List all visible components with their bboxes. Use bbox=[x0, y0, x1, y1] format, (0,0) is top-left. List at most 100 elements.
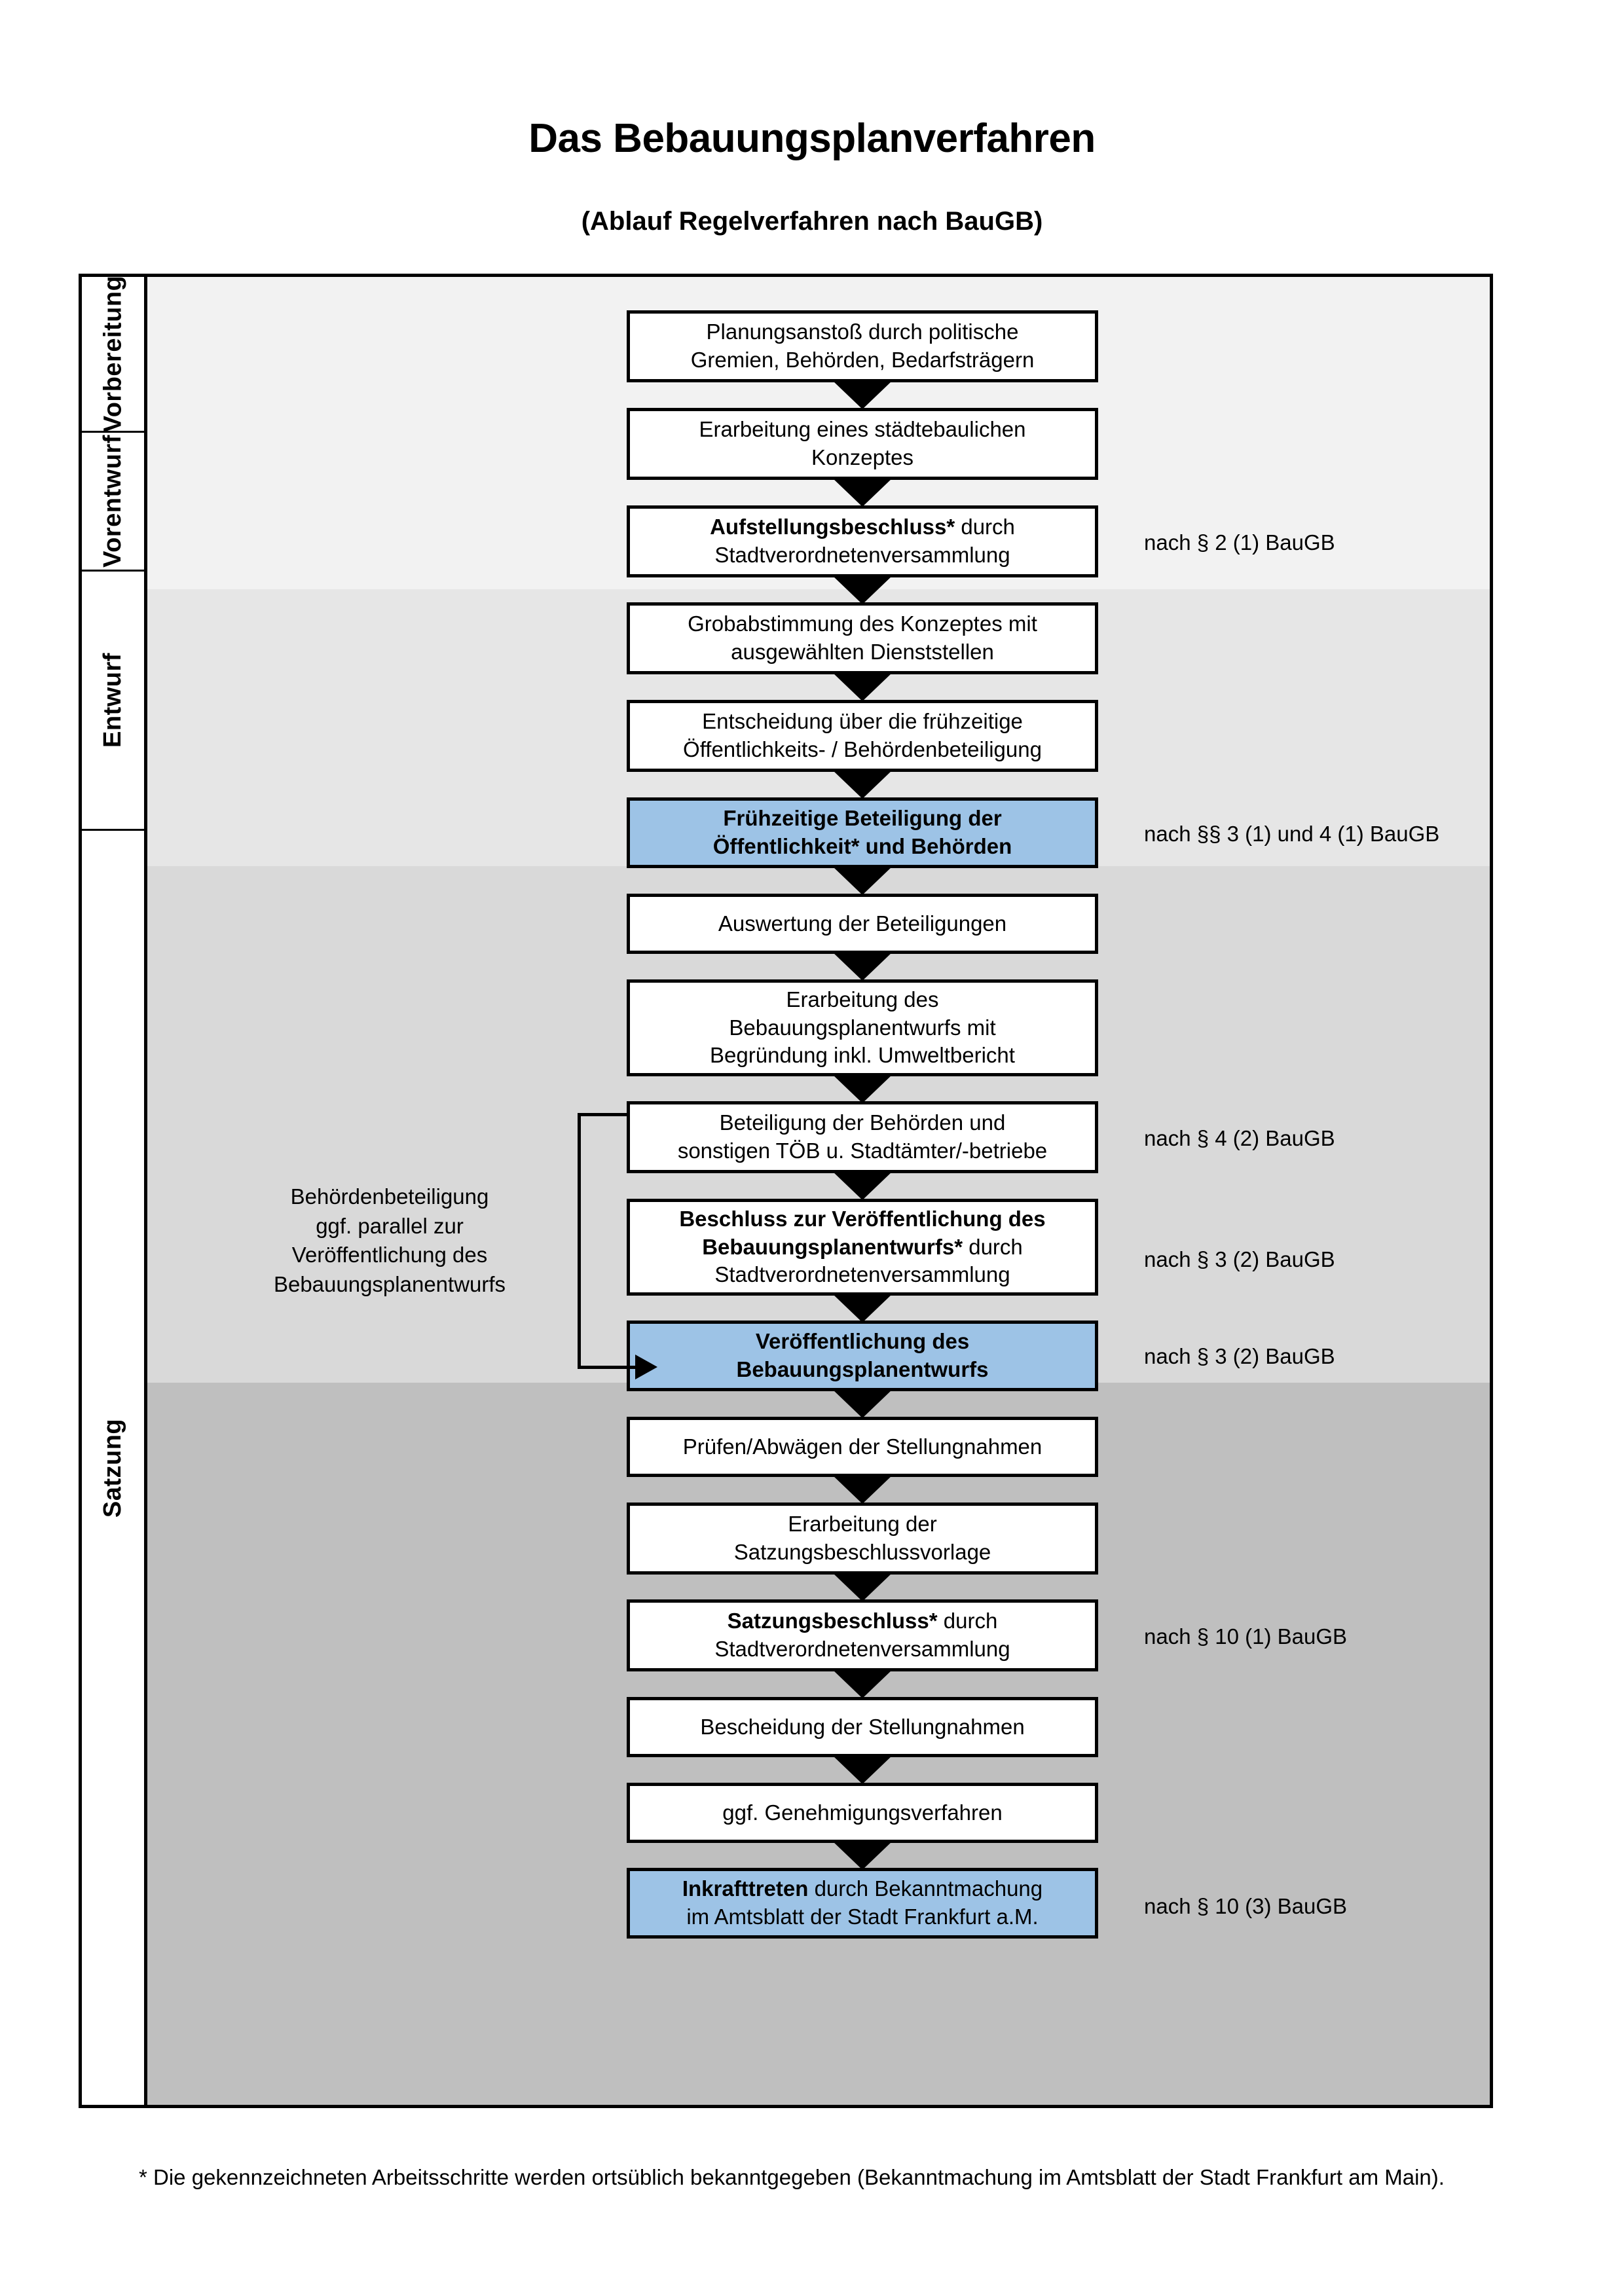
step-box-13[interactable]: Erarbeitung der Satzungsbeschlussvorlage bbox=[627, 1503, 1098, 1575]
step-box-5[interactable]: Entscheidung über die frühzeitige Öffent… bbox=[627, 700, 1098, 772]
step-box-7[interactable]: Auswertung der Beteiligungen bbox=[627, 894, 1098, 954]
step-line: Beschluss zur Veröffentlichung des bbox=[679, 1205, 1045, 1233]
step-line-rest: durch bbox=[963, 1234, 1023, 1259]
loop-connector-bottom bbox=[578, 1366, 638, 1369]
page-title: Das Bebauungsplanverfahren bbox=[528, 116, 1096, 161]
step-box-16[interactable]: ggf. Genehmigungsverfahren bbox=[627, 1783, 1098, 1843]
step-line-bold: Satzungsbeschluss* bbox=[727, 1609, 938, 1633]
step-line: Satzungsbeschluss* durch bbox=[714, 1607, 1010, 1635]
flow-arrow-1-2 bbox=[832, 380, 893, 409]
step-box-11[interactable]: Veröffentlichung des Bebauungsplanentwur… bbox=[627, 1321, 1098, 1391]
step-line: Erarbeitung eines städtebaulichen bbox=[699, 417, 1026, 442]
step-line-bold: Bebauungsplanentwurfs* bbox=[702, 1234, 963, 1259]
step-line: Gremien, Behörden, Bedarfsträgern bbox=[690, 348, 1035, 372]
flow-arrow-16-17 bbox=[832, 1841, 893, 1870]
flow-arrow-6-7 bbox=[832, 866, 893, 895]
step-line: Bescheidung der Stellungnahmen bbox=[700, 1714, 1025, 1739]
loop-connector-top bbox=[578, 1113, 630, 1116]
side-note-line: Veröffentlichung des bbox=[291, 1243, 488, 1267]
phase-label-vorbereitung: Vorbereitung bbox=[82, 275, 144, 433]
step-box-8[interactable]: Erarbeitung des Bebauungsplanentwurfs mi… bbox=[627, 979, 1098, 1076]
flow-arrow-3-4 bbox=[832, 575, 893, 604]
step-line: im Amtsblatt der Stadt Frankfurt a.M. bbox=[686, 1904, 1039, 1929]
step-box-4[interactable]: Grobabstimmung des Konzeptes mit ausgewä… bbox=[627, 602, 1098, 674]
legal-reference-2: nach §§ 3 (1) und 4 (1) BauGB bbox=[1144, 822, 1440, 846]
flow-arrow-15-16 bbox=[832, 1755, 893, 1784]
phase-label-text: Vorentwurf bbox=[99, 435, 126, 568]
flowchart-body: Planungsanstoß durch politische Gremien,… bbox=[147, 277, 1490, 2105]
step-line: ggf. Genehmigungsverfahren bbox=[722, 1800, 1003, 1825]
step-line: Konzeptes bbox=[811, 445, 913, 469]
step-line: Inkrafttreten durch Bekanntmachung bbox=[682, 1875, 1043, 1903]
step-line: Grobabstimmung des Konzeptes mit bbox=[688, 611, 1037, 636]
legal-reference-6: nach § 10 (1) BauGB bbox=[1144, 1624, 1348, 1649]
step-box-10[interactable]: Beschluss zur Veröffentlichung des Bebau… bbox=[627, 1199, 1098, 1296]
flowchart-frame: Vorbereitung Vorentwurf Entwurf Satzung … bbox=[79, 274, 1493, 2108]
legal-reference-5: nach § 3 (2) BauGB bbox=[1144, 1344, 1335, 1368]
legal-reference-4: nach § 3 (2) BauGB bbox=[1144, 1247, 1335, 1271]
step-line: Öffentlichkeit* und Behörden bbox=[712, 834, 1012, 858]
step-line-bold: Inkrafttreten bbox=[682, 1876, 809, 1901]
loop-connector-vertical bbox=[578, 1113, 581, 1369]
step-line-rest: durch bbox=[955, 515, 1015, 539]
flow-arrow-5-6 bbox=[832, 770, 893, 799]
legal-reference-7: nach § 10 (3) BauGB bbox=[1144, 1894, 1348, 1918]
step-line: Bebauungsplanentwurfs mit bbox=[729, 1015, 996, 1040]
flow-arrow-9-10 bbox=[832, 1171, 893, 1200]
phase-label-column: Vorbereitung Vorentwurf Entwurf Satzung bbox=[82, 275, 147, 2105]
side-note-line: Bebauungsplanentwurfs bbox=[273, 1271, 506, 1296]
step-line: sonstigen TÖB u. Stadtämter/-betriebe bbox=[677, 1139, 1048, 1163]
step-line: Prüfen/Abwägen der Stellungnahmen bbox=[682, 1434, 1043, 1459]
flow-arrow-7-8 bbox=[832, 952, 893, 981]
flow-arrow-11-12 bbox=[832, 1389, 893, 1418]
flow-arrow-8-9 bbox=[832, 1074, 893, 1103]
loop-connector-arrowhead bbox=[635, 1355, 657, 1379]
side-note-line: ggf. parallel zur bbox=[316, 1213, 464, 1238]
step-line: Bebauungsplanentwurfs bbox=[736, 1357, 989, 1381]
step-box-6[interactable]: Frühzeitige Beteiligung der Öffentlichke… bbox=[627, 797, 1098, 868]
legal-reference-3: nach § 4 (2) BauGB bbox=[1144, 1126, 1335, 1150]
flow-arrow-2-3 bbox=[832, 478, 893, 507]
legal-reference-1: nach § 2 (1) BauGB bbox=[1144, 530, 1335, 555]
step-box-2[interactable]: Erarbeitung eines städtebaulichen Konzep… bbox=[627, 408, 1098, 480]
step-box-1[interactable]: Planungsanstoß durch politische Gremien,… bbox=[627, 310, 1098, 382]
phase-label-text: Entwurf bbox=[99, 653, 126, 748]
step-line: Stadtverordnetenversammlung bbox=[714, 1637, 1010, 1661]
step-box-14[interactable]: Satzungsbeschluss* durch Stadtverordnete… bbox=[627, 1599, 1098, 1671]
step-line: Begründung inkl. Umweltbericht bbox=[710, 1043, 1015, 1068]
phase-label-entwurf: Entwurf bbox=[82, 572, 144, 831]
step-line: Erarbeitung der bbox=[788, 1512, 937, 1537]
side-note-behoerdenbeteiligung: Behördenbeteiligung ggf. parallel zur Ve… bbox=[229, 1182, 550, 1299]
flow-arrow-10-11 bbox=[832, 1294, 893, 1322]
step-box-15[interactable]: Bescheidung der Stellungnahmen bbox=[627, 1697, 1098, 1757]
side-note-line: Behördenbeteiligung bbox=[290, 1184, 489, 1209]
flow-arrow-12-13 bbox=[832, 1475, 893, 1504]
phase-label-vorentwurf: Vorentwurf bbox=[82, 433, 144, 572]
step-box-17[interactable]: Inkrafttreten durch Bekanntmachung im Am… bbox=[627, 1868, 1098, 1939]
phase-label-text: Satzung bbox=[99, 1418, 126, 1518]
step-line: Satzungsbeschlussvorlage bbox=[733, 1540, 991, 1564]
page-subtitle: (Ablauf Regelverfahren nach BauGB) bbox=[581, 207, 1043, 236]
flow-arrow-14-15 bbox=[832, 1669, 893, 1698]
step-line-rest: durch Bekanntmachung bbox=[808, 1876, 1043, 1901]
step-box-12[interactable]: Prüfen/Abwägen der Stellungnahmen bbox=[627, 1417, 1098, 1477]
step-box-9[interactable]: Beteiligung der Behörden und sonstigen T… bbox=[627, 1101, 1098, 1173]
step-line: Stadtverordnetenversammlung bbox=[714, 543, 1010, 567]
step-line-rest: durch bbox=[937, 1609, 998, 1633]
step-line: Auswertung der Beteiligungen bbox=[718, 911, 1007, 936]
step-box-3[interactable]: Aufstellungsbeschluss* durch Stadtverord… bbox=[627, 505, 1098, 577]
step-line: Aufstellungsbeschluss* durch bbox=[710, 513, 1015, 541]
step-line: Öffentlichkeits- / Behördenbeteiligung bbox=[683, 737, 1042, 761]
phase-label-satzung: Satzung bbox=[82, 831, 144, 2105]
step-line: Bebauungsplanentwurfs* durch bbox=[679, 1233, 1045, 1262]
step-line-bold: Beschluss zur Veröffentlichung des bbox=[679, 1206, 1046, 1231]
step-line-bold: Aufstellungsbeschluss* bbox=[710, 515, 955, 539]
step-line: Veröffentlichung des bbox=[755, 1329, 970, 1354]
flow-arrow-4-5 bbox=[832, 672, 893, 701]
flow-arrow-13-14 bbox=[832, 1573, 893, 1601]
phase-label-text: Vorbereitung bbox=[99, 275, 127, 433]
footnote: * Die gekennzeichneten Arbeitsschritte w… bbox=[139, 2165, 1445, 2189]
step-line: ausgewählten Dienststellen bbox=[731, 640, 994, 664]
step-line: Planungsanstoß durch politische bbox=[706, 319, 1019, 344]
step-line: Beteiligung der Behörden und bbox=[719, 1110, 1006, 1135]
